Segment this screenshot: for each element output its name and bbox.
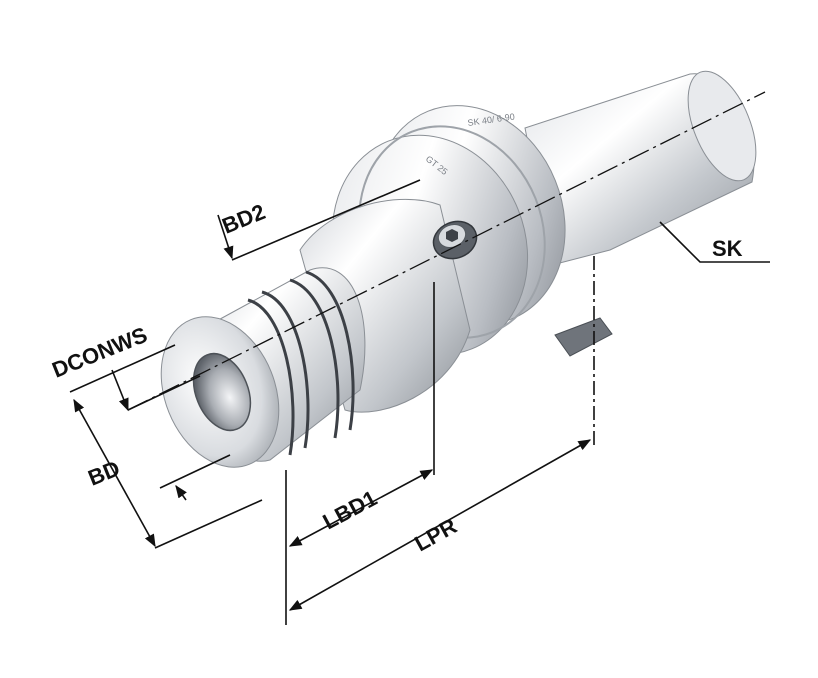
- set-screw: [432, 220, 478, 260]
- tool-holder: SK 40/ 6-90 GT 25: [160, 70, 757, 468]
- nose-grooves: [247, 270, 355, 456]
- bore: [192, 352, 252, 432]
- label-lpr: LPR: [410, 513, 461, 556]
- center-axis: [127, 91, 766, 411]
- label-sk: SK: [712, 236, 743, 261]
- dim-sk: SK: [659, 221, 770, 263]
- label-lbd1: LBD1: [319, 485, 381, 534]
- hex-socket-icon: [446, 229, 458, 242]
- label-bd: BD: [85, 456, 124, 491]
- label-dconws: DCONWS: [49, 322, 151, 383]
- label-bd2: BD2: [219, 199, 269, 239]
- drive-slot: [554, 317, 613, 357]
- taper-end: [687, 70, 757, 182]
